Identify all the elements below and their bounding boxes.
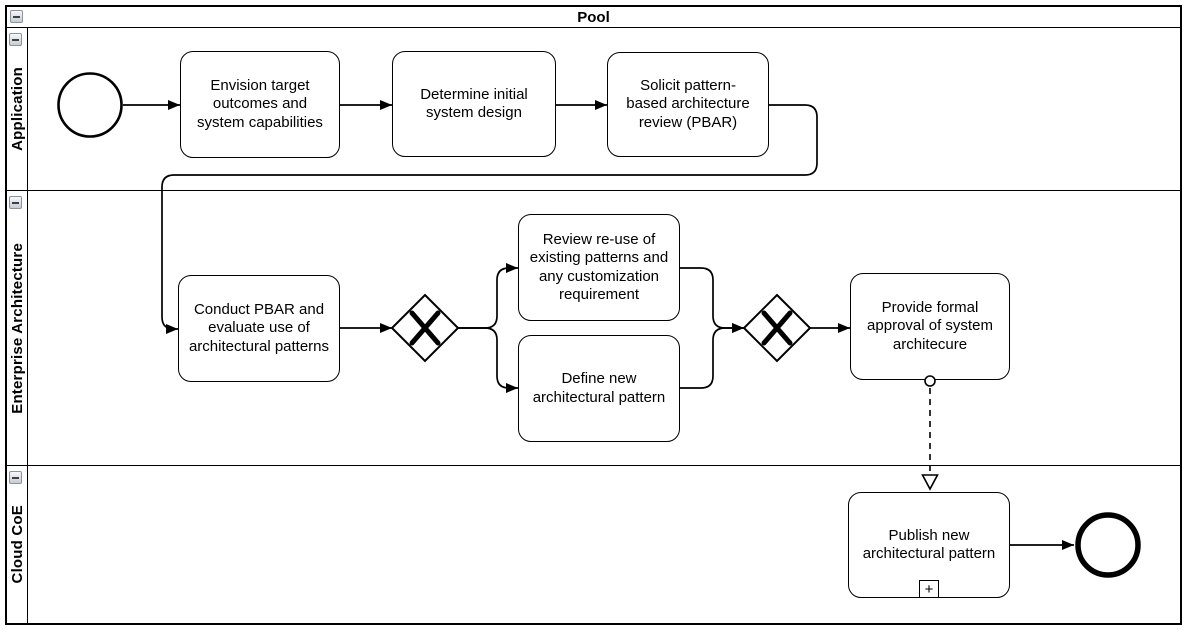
subprocess-plus-icon[interactable]: +: [919, 580, 939, 598]
task-conduct-pbar[interactable]: Conduct PBAR and evaluate use of archite…: [178, 275, 340, 382]
task-provide-formal-approval[interactable]: Provide formal approval of system archit…: [850, 273, 1010, 380]
pool-title: Pool: [577, 8, 610, 26]
gateway-x-icon: [761, 310, 793, 346]
task-label: Determine initial system design: [420, 85, 528, 122]
task-label: Publish new architectural pattern: [862, 526, 996, 563]
gateway-x-icon: [409, 310, 441, 346]
start-event[interactable]: [57, 72, 123, 138]
task-label: Conduct PBAR and evaluate use of archite…: [188, 300, 330, 355]
task-envision-target-outcomes[interactable]: Envision target outcomes and system capa…: [180, 51, 340, 158]
flow-define-to-gateway-merge[interactable]: [680, 323, 744, 389]
task-label: Define new architectural pattern: [532, 370, 666, 406]
flow-gateway-split-to-define[interactable]: [458, 327, 518, 393]
lane-application[interactable]: Application: [7, 27, 1180, 190]
lane-collapse-minus-icon[interactable]: [9, 196, 22, 209]
subprocess-publish-new-pattern[interactable]: Publish new architectural pattern +: [848, 492, 1010, 598]
task-solicit-pbar-review[interactable]: Solicit pattern- based architecture revi…: [607, 52, 769, 157]
lane-collapse-minus-icon[interactable]: [9, 33, 22, 46]
flow-solicit-to-conduct[interactable]: [161, 104, 818, 334]
end-event[interactable]: [1075, 512, 1141, 578]
task-label: Provide formal approval of system archit…: [867, 298, 993, 353]
lane-strip: Cloud CoE: [7, 466, 28, 623]
pool-collapse-minus-icon[interactable]: [10, 10, 23, 23]
flow-review-to-gateway-merge[interactable]: [680, 267, 744, 333]
lane-strip: Enterprise Architecture: [7, 191, 28, 465]
task-determine-initial-system-design[interactable]: Determine initial system design: [392, 51, 556, 157]
task-define-new-pattern[interactable]: Define new architectural pattern: [518, 335, 680, 442]
lane-cloud-coe[interactable]: Cloud CoE: [7, 465, 1180, 623]
task-label: Envision target outcomes and system capa…: [197, 76, 323, 131]
task-label: Review re-use of existing patterns and a…: [529, 230, 669, 304]
message-flow-arrowhead-icon: [921, 474, 939, 491]
flow-gateway-split-to-review[interactable]: [458, 263, 518, 329]
lane-enterprise-architecture[interactable]: Enterprise Architecture: [7, 190, 1180, 465]
lane-strip: Application: [7, 28, 28, 190]
task-review-reuse-of-patterns[interactable]: Review re-use of existing patterns and a…: [518, 214, 680, 321]
task-label: Solicit pattern- based architecture revi…: [626, 76, 750, 131]
pool-header[interactable]: Pool: [7, 7, 1180, 27]
message-flow-source-circle-icon: [924, 375, 936, 387]
lane-collapse-minus-icon[interactable]: [9, 471, 22, 484]
